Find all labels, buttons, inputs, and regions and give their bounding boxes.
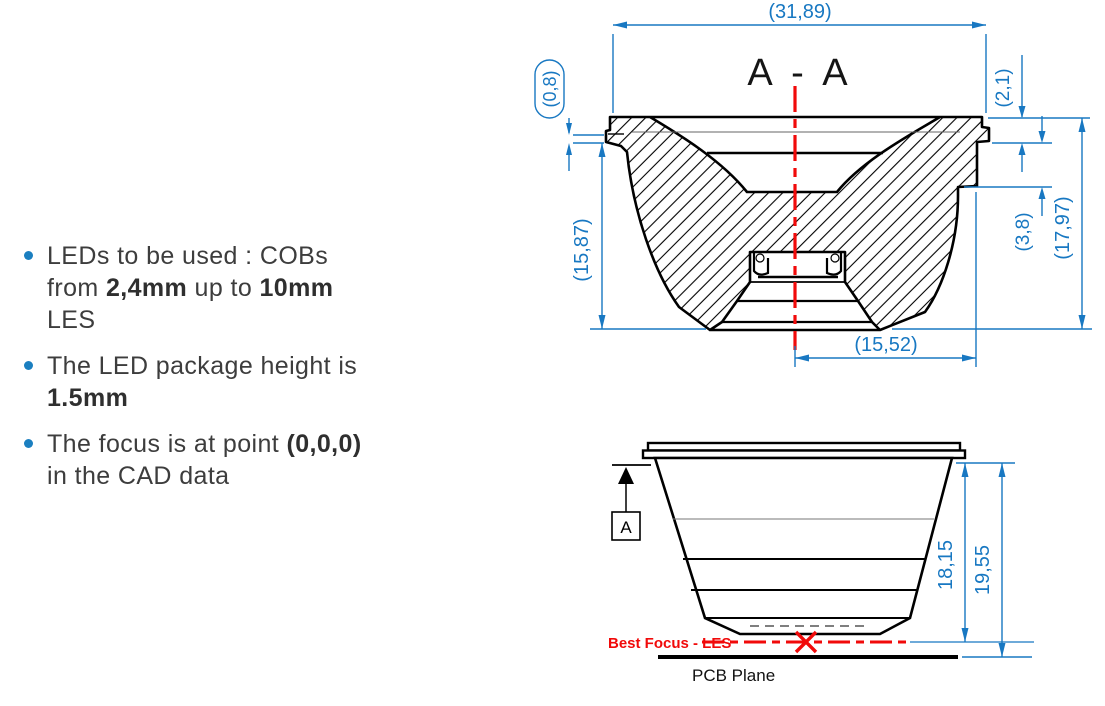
lens-section-body xyxy=(604,115,991,332)
note-text: The focus is at point (0,0,0) in the CAD… xyxy=(47,428,362,492)
dim-to-focus: 18,15 xyxy=(935,462,1015,642)
note-text-run: LEDs to be used : COBs xyxy=(47,242,329,270)
dim-label-to-pcb: 19,55 xyxy=(972,545,994,595)
dim-rim-depth: (2,1) xyxy=(988,55,1090,172)
pcb-plane: PCB Plane xyxy=(658,655,958,685)
cross-section-view: A - A (31,89) xyxy=(534,1,1092,367)
best-focus-label: Best Focus - LES xyxy=(608,635,731,652)
note-text-run: The focus is at point xyxy=(47,430,287,458)
note-text-run: LES xyxy=(47,306,96,334)
bullet-dot xyxy=(24,361,33,370)
dim-to-pcb: 19,55 xyxy=(962,463,1032,658)
dim-label-overall-width: (31,89) xyxy=(768,1,831,23)
note-text: LEDs to be used : COBs from 2,4mm up to … xyxy=(47,240,333,336)
note-line: in the CAD data xyxy=(47,460,362,492)
pcb-plane-label: PCB Plane xyxy=(692,666,775,685)
note-text: The LED package height is 1.5mm xyxy=(47,350,357,414)
note-text-run: 1.5mm xyxy=(47,384,129,412)
dim-base-width: (15,52) xyxy=(794,192,977,367)
note-text-run: 10mm xyxy=(259,274,334,302)
dim-label-to-focus: 18,15 xyxy=(935,540,957,590)
section-marker-label: A xyxy=(620,518,632,537)
note-text-run: from xyxy=(47,274,106,302)
note-line: LES xyxy=(47,304,333,336)
note-text-run: up to xyxy=(187,274,260,302)
note-line: from 2,4mm up to 10mm xyxy=(47,272,333,304)
dim-step: (3,8) xyxy=(964,116,1052,252)
dim-label-total-height: (17,97) xyxy=(1052,196,1074,259)
note-line: 1.5mm xyxy=(47,382,357,414)
focus-cross-icon xyxy=(794,630,818,654)
dim-label-left-height: (15,87) xyxy=(571,218,593,281)
dim-label-lip: (0,8) xyxy=(540,70,560,107)
note-text-run: (0,0,0) xyxy=(286,430,362,458)
note-line: The focus is at point (0,0,0) xyxy=(47,428,362,460)
dim-overall-width: (31,89) xyxy=(612,1,987,113)
side-view: A Best Focus - LES PCB Plane 18,15 xyxy=(608,441,1034,685)
note-line: The LED package height is xyxy=(47,350,357,382)
bullet-dot xyxy=(24,251,33,260)
note-item-package-height: The LED package height is 1.5mm xyxy=(22,350,462,414)
dim-total-height: (17,97) xyxy=(892,118,1092,330)
lens-side-body xyxy=(641,441,967,636)
note-item-focus: The focus is at point (0,0,0) in the CAD… xyxy=(22,428,462,492)
dim-lip: (0,8) xyxy=(534,59,604,171)
note-text-run: 2,4mm xyxy=(105,274,188,302)
dim-label-base-width: (15,52) xyxy=(854,334,917,356)
section-title: A - A xyxy=(747,52,852,94)
dim-label-rim-depth: (2,1) xyxy=(993,68,1014,107)
note-text-run: in the CAD data xyxy=(47,462,230,490)
note-line: LEDs to be used : COBs xyxy=(47,240,333,272)
notes-list: LEDs to be used : COBs from 2,4mm up to … xyxy=(22,240,462,492)
best-focus-line: Best Focus - LES xyxy=(608,630,907,654)
bullet-dot xyxy=(24,439,33,448)
dim-label-step: (3,8) xyxy=(1013,212,1034,251)
lens-inner-edges xyxy=(608,131,960,324)
note-item-leds: LEDs to be used : COBs from 2,4mm up to … xyxy=(22,240,462,336)
note-text-run: The LED package height is xyxy=(47,352,358,380)
dim-left-height: (15,87) xyxy=(571,143,706,330)
section-marker: A xyxy=(611,464,651,541)
